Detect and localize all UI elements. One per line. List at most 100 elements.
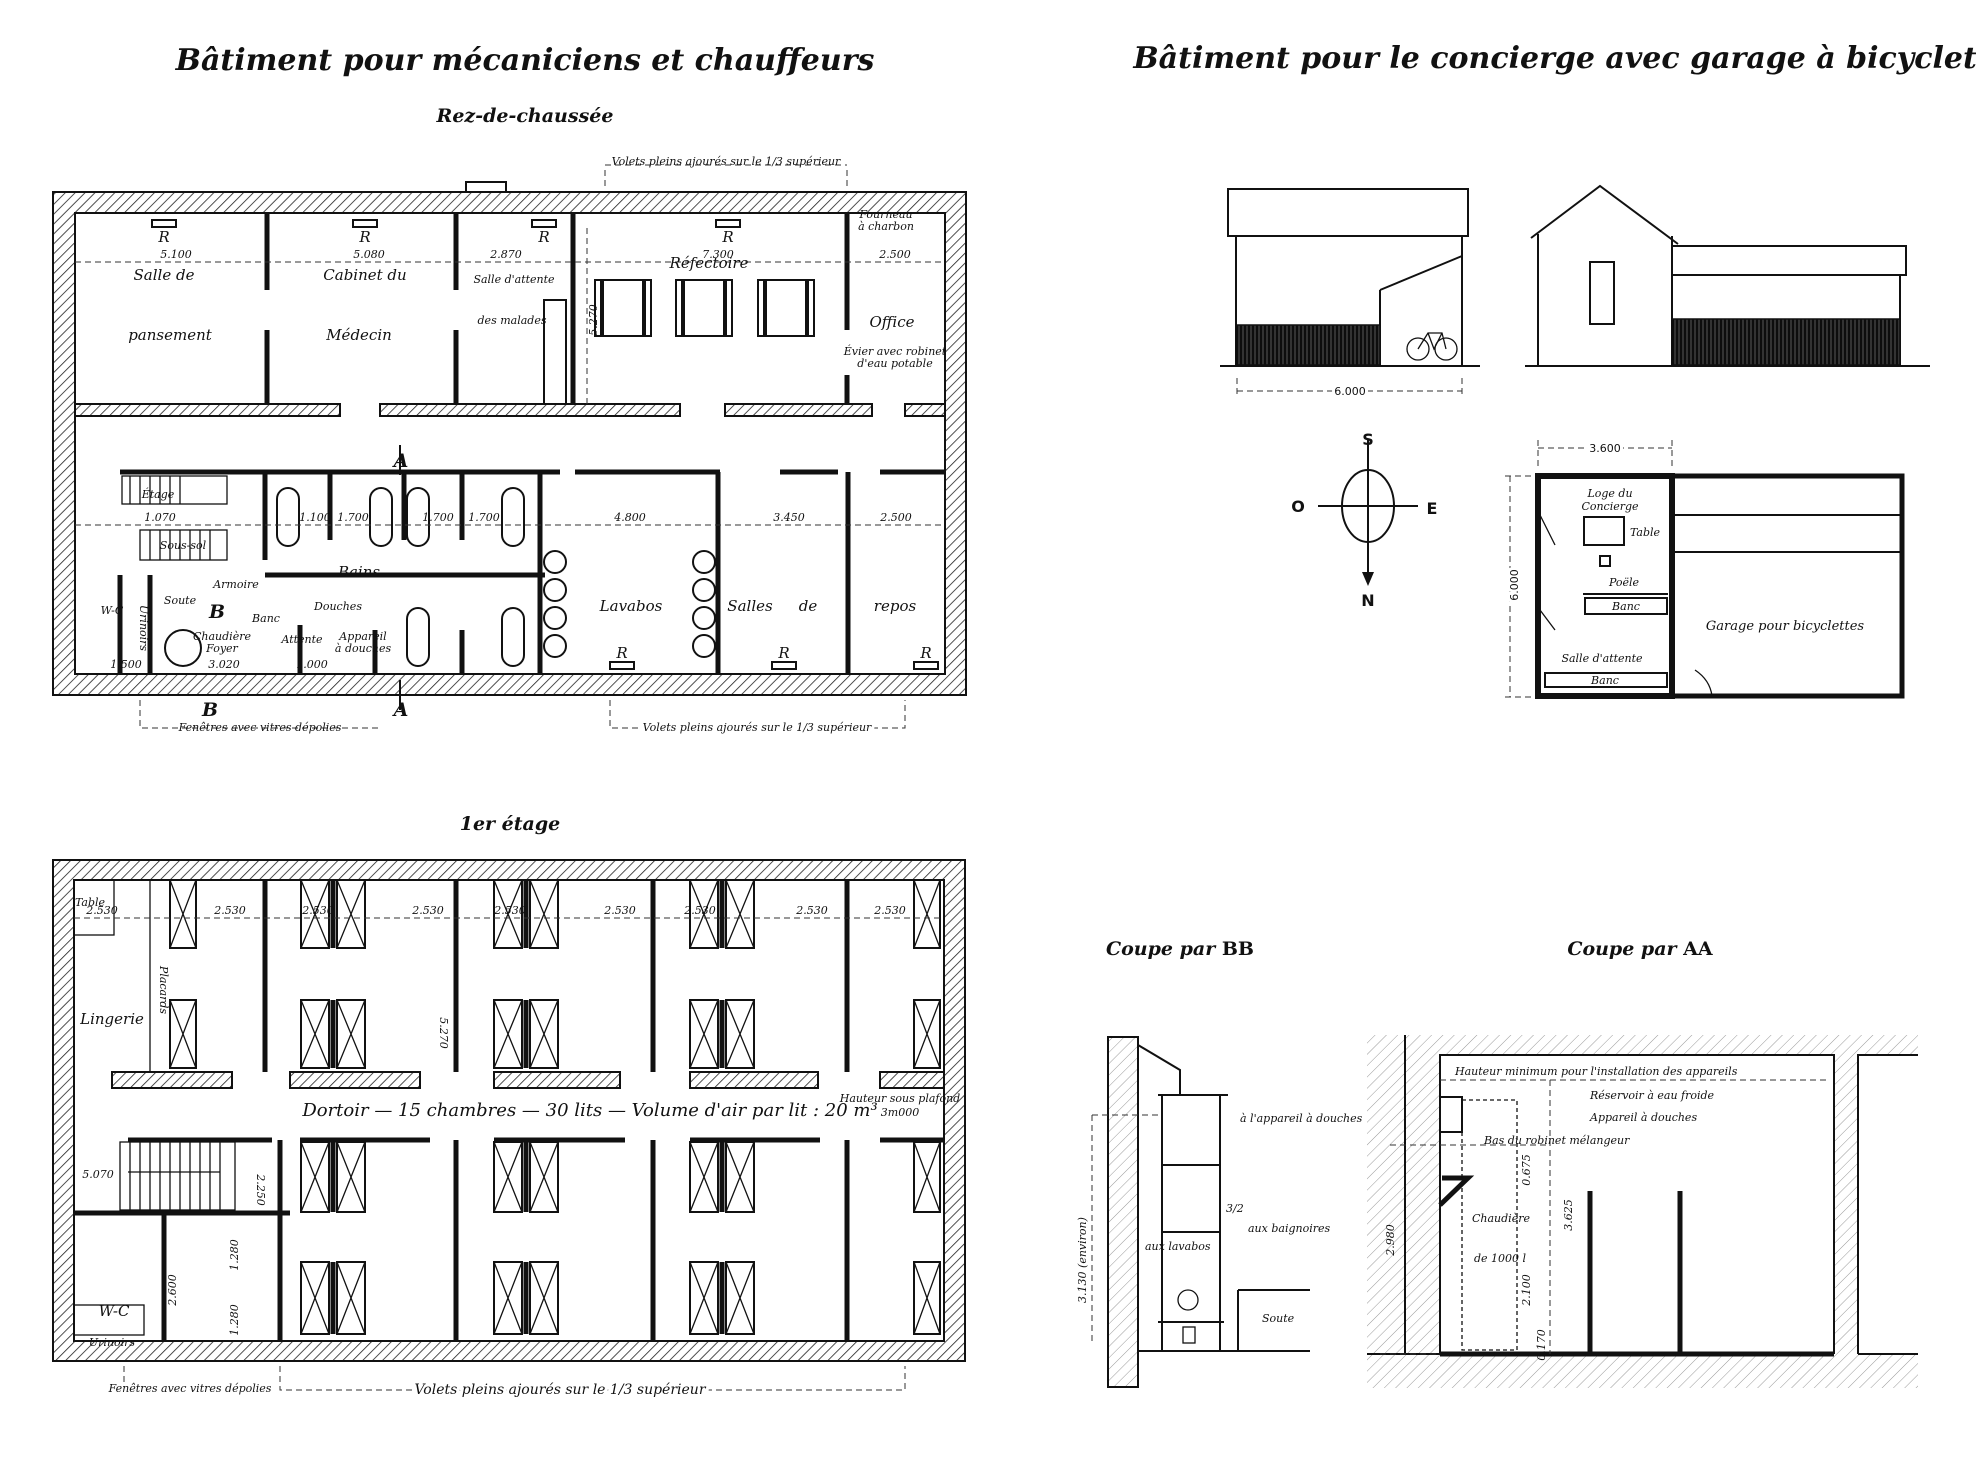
stove	[1599, 555, 1611, 567]
room-label: Attente	[280, 633, 323, 646]
dimension-label: 3.130 (environ)	[1076, 1217, 1089, 1303]
dimension-label: 1.500	[110, 658, 142, 671]
bed-cross	[725, 1141, 755, 1213]
bottom-frosted-windows-note: Fenêtres avec vitres dépolies	[178, 721, 342, 734]
bed-cross	[529, 1141, 559, 1213]
fence	[1671, 318, 1901, 366]
dimension-label: 2.250	[254, 1173, 267, 1206]
dimension-label: 2.500	[879, 511, 912, 524]
compass-south: S	[1362, 430, 1374, 449]
room-label: Cabinet du	[323, 266, 406, 284]
room-label: Loge du	[1586, 487, 1632, 500]
annotation: Chaudière	[1472, 1212, 1530, 1225]
dimension-label: 5.080	[353, 248, 385, 261]
room-label: Armoire	[212, 578, 259, 591]
room-label: Placards	[157, 965, 170, 1014]
room-label: d'eau potable	[857, 357, 933, 370]
room-label: Foyer	[205, 642, 238, 655]
dimension-label: 2.870	[489, 248, 522, 261]
room-label: Fourneau	[858, 208, 912, 221]
first-floor-title: 1er étage	[460, 813, 560, 835]
corridor-wall-north	[74, 403, 946, 417]
bed-cross	[493, 1141, 523, 1213]
bed-cross	[493, 1261, 523, 1335]
section-bb: à l'appareil à douches 3/2 aux baignoire…	[1076, 1036, 1363, 1388]
compass-north: N	[1361, 591, 1374, 610]
radiator-labels: R R R R R R R	[157, 228, 931, 662]
section-mark-a: A	[392, 450, 409, 472]
room-label: Réfectoire	[669, 254, 749, 272]
corridor-wall-south	[74, 1137, 944, 1216]
top-shutters-note: Volets pleins ajourés sur le 1/3 supérie…	[612, 155, 841, 168]
dimension-label: 2.530	[603, 904, 636, 917]
dimension-label: 2.530	[493, 904, 526, 917]
bed-cross	[300, 999, 330, 1069]
compass-east: E	[1427, 499, 1438, 518]
dimension-label: 0.675	[1520, 1154, 1533, 1186]
dimension-label: 4.800	[613, 511, 646, 524]
room-label: à douches	[335, 642, 392, 655]
dimension-label: 2.530	[301, 904, 334, 917]
pipe-label: à l'appareil à douches	[1240, 1112, 1363, 1125]
room-label: W-C	[101, 604, 124, 617]
dimension-label: 3.600	[1589, 442, 1621, 455]
room-label: Salle de	[134, 266, 195, 284]
bed-cross	[689, 1261, 719, 1335]
bed-cross	[169, 879, 197, 949]
dimension-label: 3.625	[1562, 1199, 1575, 1231]
dimension-label: 0.170	[1535, 1329, 1548, 1361]
room-label: Table	[75, 896, 106, 909]
bottom-frosted-windows-note: Fenêtres avec vitres dépolies	[108, 1382, 272, 1395]
dimension-label: 1.070	[144, 511, 176, 524]
bottom-partitions	[117, 472, 851, 674]
radiator-label: R	[358, 228, 370, 246]
ground-floor-plan: Volets pleins ajourés sur le 1/3 supérie…	[52, 155, 967, 737]
concierge-plan: 3.600 6.000 Loge du Concierge Table Poël…	[1505, 439, 1905, 699]
section-mark-a: A	[392, 699, 409, 721]
room-label: Banc	[251, 612, 280, 625]
bed-cross	[725, 879, 755, 949]
corridor-wall-north	[111, 1071, 945, 1089]
room-label: Banc	[1611, 600, 1640, 613]
bathtubs	[276, 487, 525, 667]
room-label: Salle d'attente	[1561, 652, 1643, 665]
dimension-label: 1.280	[228, 1239, 241, 1271]
annotation: Appareil à douches	[1589, 1111, 1697, 1124]
bed-cross	[529, 1261, 559, 1335]
section-mark-b: B	[201, 699, 218, 721]
left-building-title: Bâtiment pour mécaniciens et chauffeurs	[175, 43, 875, 78]
bed-cross	[529, 999, 559, 1069]
room-label: à charbon	[858, 220, 914, 233]
ground-floor-room-labels: Salle de pansement Cabinet du Médecin Sa…	[101, 208, 947, 655]
room-label: Urinoirs	[89, 1336, 136, 1349]
pipe-label: aux lavabos	[1145, 1240, 1211, 1253]
dimension-label: 2.500	[878, 248, 911, 261]
radiator-label: R	[777, 644, 789, 662]
dimension-label: 2.530	[795, 904, 828, 917]
urinals	[73, 1304, 145, 1336]
radiator-label: R	[615, 644, 627, 662]
room-label: Table	[1630, 526, 1661, 539]
room-label: Appareil	[338, 630, 387, 643]
room-label: Salle d'attente	[473, 273, 555, 286]
partition-posts	[1587, 1191, 1683, 1354]
dimension-label: 1.000	[296, 658, 328, 671]
room-label: Chaudière	[193, 630, 251, 643]
ceiling-height-value: 3m000	[881, 1106, 919, 1119]
bed-cross	[493, 879, 523, 949]
section-aa-mark: AA	[1682, 938, 1713, 960]
dimension-label: 1.700	[337, 511, 369, 524]
room-label: Soute	[1262, 1312, 1295, 1325]
outer-wall	[52, 191, 967, 696]
section-aa: Hauteur minimum pour l'installation des …	[1367, 1035, 1918, 1388]
dimension-label: 1.700	[422, 511, 454, 524]
dimension-label: 5.270	[437, 1017, 450, 1049]
dimension-label: 2.530	[683, 904, 716, 917]
front-elevation	[1525, 184, 1930, 367]
washbasins	[543, 550, 716, 658]
room-label: Office	[870, 313, 915, 331]
bed-cross	[336, 879, 366, 949]
bed-cross	[689, 999, 719, 1069]
side-elevation: 6.000	[1220, 188, 1480, 401]
